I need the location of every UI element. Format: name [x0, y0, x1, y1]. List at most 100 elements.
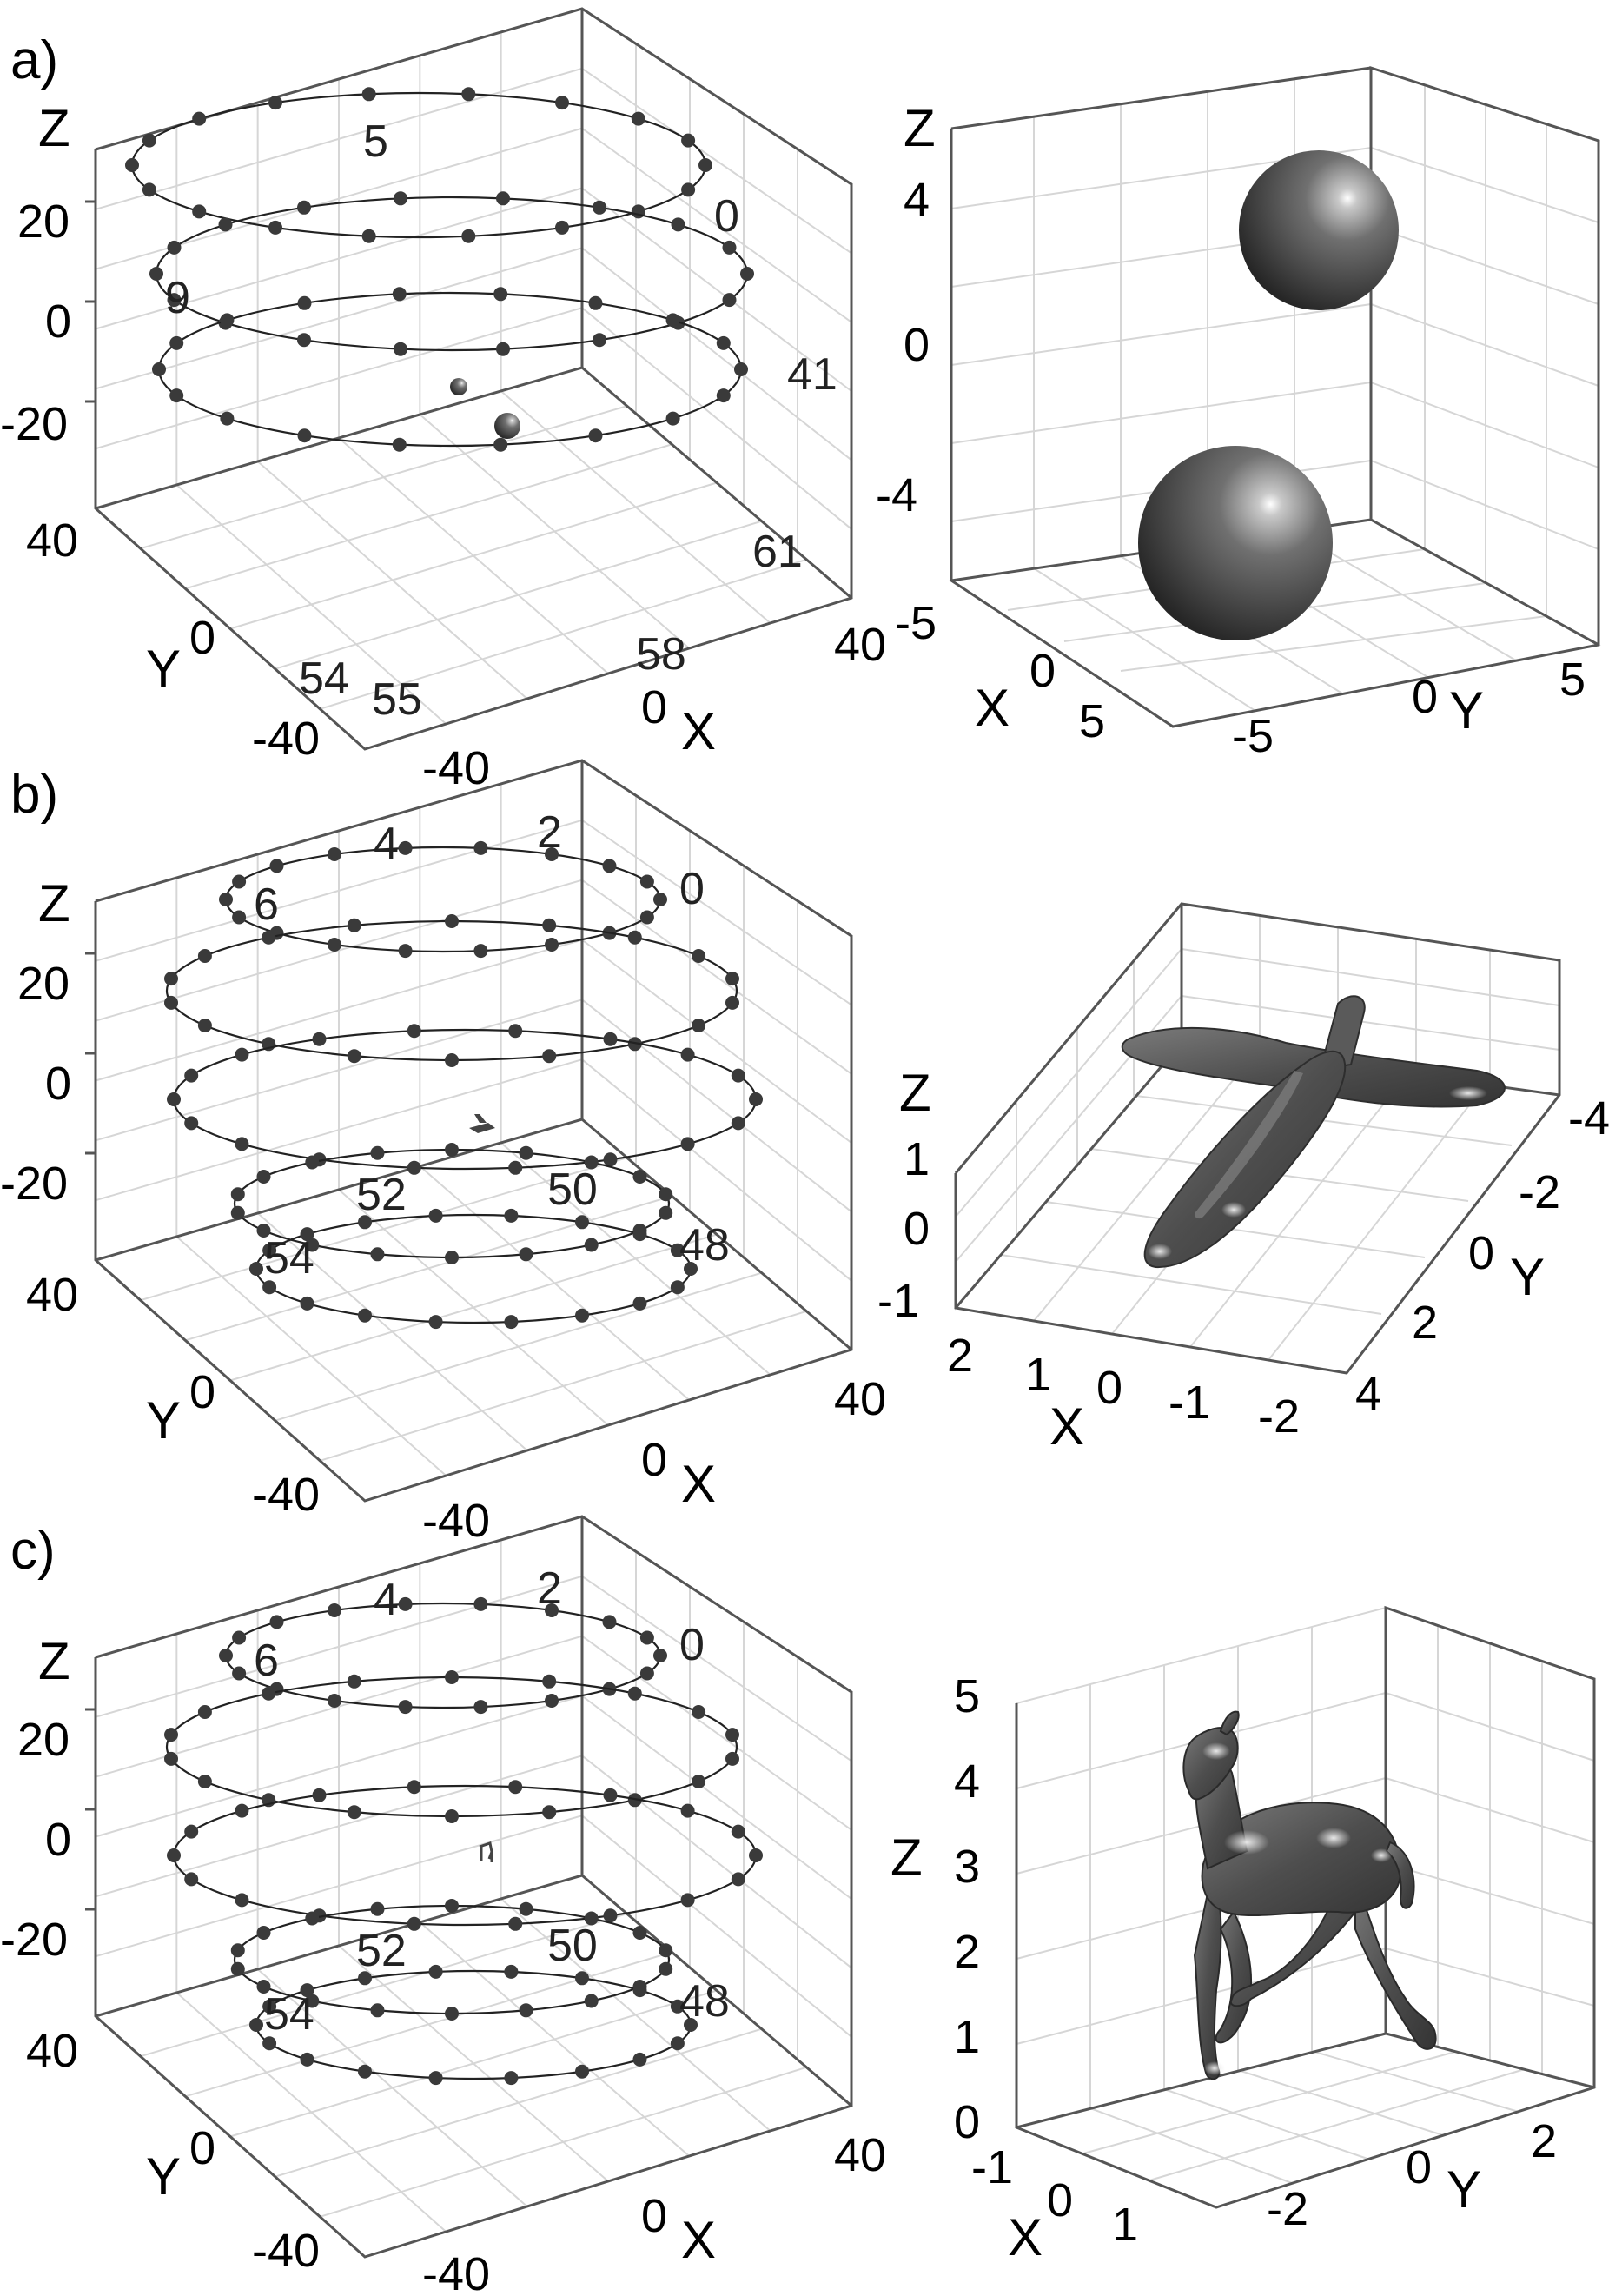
- orbit-camera-point: [184, 1824, 199, 1839]
- orbit-camera-point: [232, 1630, 247, 1645]
- orbit-camera-point: [125, 158, 139, 172]
- orbit-point-label: 58: [636, 629, 686, 680]
- orbit-camera-point: [545, 938, 559, 952]
- x-axis-name: X: [1049, 1397, 1084, 1456]
- orbit-camera-point: [398, 840, 413, 855]
- orbit-camera-point: [398, 944, 413, 959]
- orbit-camera-point: [653, 893, 667, 906]
- orbit-camera-point: [142, 182, 156, 197]
- orbit-camera-point: [734, 362, 748, 376]
- orbit-camera-point: [680, 1047, 695, 1062]
- y-tick-label: 2: [1412, 1297, 1438, 1349]
- x-tick-label: -2: [1258, 1390, 1300, 1443]
- orbit-point-label: 2: [537, 1563, 562, 1614]
- orbit-camera-point: [249, 2018, 263, 2032]
- orbit-camera-point: [680, 1893, 695, 1908]
- x-tick-label: 40: [834, 1373, 886, 1425]
- y-tick-label: 0: [189, 1366, 215, 1418]
- orbit-point-label: 55: [372, 674, 422, 725]
- y-tick-label: -40: [252, 1469, 320, 1521]
- orbit-camera-point: [584, 1994, 599, 2008]
- z-tick-label: 0: [45, 1814, 71, 1866]
- orbit-camera-point: [632, 1296, 647, 1311]
- y-axis-name: Y: [146, 2147, 181, 2206]
- orbit-ellipse: [165, 919, 738, 1062]
- orbit-camera-point: [542, 1674, 557, 1689]
- orbit-camera-point: [262, 1999, 277, 2014]
- orbit-camera-point: [545, 1694, 559, 1708]
- orbit-camera-point: [305, 1238, 320, 1252]
- z-axis-name: Z: [38, 1632, 70, 1690]
- orbit-point-label: 2: [537, 807, 562, 858]
- orbit-camera-point: [347, 1805, 361, 1820]
- z-axis-name: Z: [38, 874, 70, 932]
- orbit-camera-point: [407, 1160, 421, 1175]
- airplane-highlight: [1148, 1244, 1172, 1259]
- orbit-camera-point: [235, 1803, 249, 1818]
- orbit-camera-point: [519, 2003, 533, 2018]
- horse-model: [1182, 1710, 1437, 2080]
- x-tick-label: -1: [971, 2141, 1013, 2193]
- x-tick-label: 0: [641, 681, 667, 733]
- orbit-camera-point: [602, 1615, 617, 1629]
- orbit-camera-point: [197, 949, 212, 963]
- orbit-camera-point: [219, 893, 233, 906]
- orbit-camera-point: [358, 2064, 372, 2079]
- orbit-camera-point: [312, 1032, 327, 1046]
- z-tick-label: 0: [904, 319, 930, 371]
- y-tick-label: 40: [26, 1269, 78, 1321]
- orbit-ellipse: [165, 1676, 738, 1818]
- panel-c-object-plot: 5 4 Z 3 2 1 0 -1 0 X 1 -2 0 Y 2: [890, 1605, 1598, 2266]
- z-tick-label: -20: [0, 398, 68, 450]
- orbit-point-label: 0: [679, 1620, 705, 1670]
- orbit-point-label: 9: [165, 273, 190, 323]
- orbit-camera-point: [519, 1901, 533, 1916]
- orbit-camera-point: [631, 111, 645, 126]
- orbit-camera-point: [588, 428, 603, 443]
- orbit-camera-point: [167, 1848, 181, 1862]
- orbit-camera-point: [235, 1047, 249, 1062]
- orbit-camera-point: [235, 1893, 249, 1908]
- orbit-camera-point: [473, 944, 488, 959]
- orbit-camera-point: [328, 1694, 341, 1708]
- x-tick-label: 0: [641, 2190, 667, 2242]
- orbit-camera-point: [575, 1308, 589, 1323]
- orbit-camera-point: [268, 96, 282, 110]
- orbit-camera-point: [725, 1751, 739, 1766]
- orbit-point-label: 50: [547, 1165, 598, 1215]
- x-tick-label: -1: [1169, 1377, 1210, 1429]
- orbit-camera-point: [328, 938, 341, 952]
- orbit-camera-point: [398, 1700, 413, 1715]
- y-tick-label: 0: [1412, 671, 1438, 723]
- small-sphere-marker: [450, 378, 467, 395]
- z-tick-label: 20: [17, 196, 70, 248]
- orbit-camera-point: [584, 1911, 599, 1926]
- orbit-camera-point: [149, 267, 163, 281]
- orbit-camera-point: [262, 930, 276, 945]
- x-tick-label: 0: [641, 1434, 667, 1486]
- x-axis-name: X: [681, 2211, 716, 2269]
- orbit-camera-point: [370, 2003, 385, 2018]
- orbit-camera-point: [300, 1227, 314, 1242]
- orbit-camera-point: [684, 2018, 698, 2032]
- orbit-camera-point: [749, 1092, 763, 1106]
- z-tick-label: -4: [876, 469, 917, 521]
- orbit-camera-point: [670, 2036, 685, 2051]
- airplane-highlight: [1449, 1086, 1487, 1100]
- orbit-camera-point: [684, 1262, 698, 1276]
- orbit-camera-point: [297, 200, 311, 215]
- orbit-camera-point: [632, 1170, 647, 1184]
- orbit-camera-point: [256, 1170, 271, 1184]
- y-axis-name: Y: [146, 640, 181, 698]
- z-tick-label: 3: [954, 1841, 980, 1893]
- orbit-camera-point: [305, 1994, 320, 2008]
- orbit-point-label: 4: [374, 1575, 399, 1625]
- orbit-camera-point: [370, 1901, 385, 1916]
- orbit-point-label: 54: [264, 1989, 314, 2040]
- orbit-camera-point: [670, 1280, 685, 1295]
- orbit-camera-point: [545, 847, 559, 861]
- orbit-camera-point: [230, 1961, 245, 1976]
- y-tick-label: 40: [26, 514, 78, 567]
- sphere-bottom: [1138, 446, 1333, 640]
- z-tick-label: -20: [0, 1914, 68, 1966]
